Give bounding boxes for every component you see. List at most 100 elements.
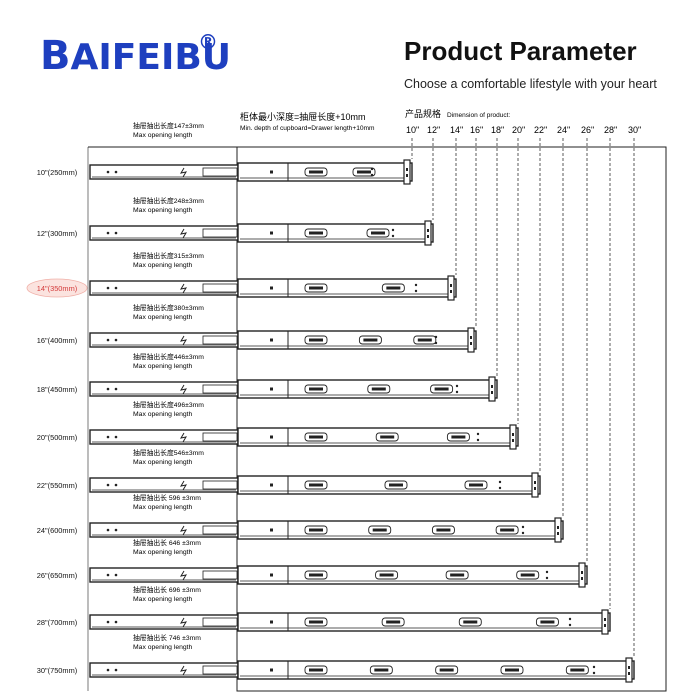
dimension-label: 28" [604, 125, 617, 135]
rear-hole [592, 665, 596, 669]
rail-slot-core [309, 231, 323, 235]
dimension-label: 20" [512, 125, 525, 135]
rail-slot [304, 525, 328, 535]
rear-hole [414, 289, 418, 293]
rail-slot [352, 167, 376, 177]
rail-slot-core [389, 483, 403, 487]
dimension-label-cn: 产品规格 [405, 108, 441, 119]
mounting-hole [114, 528, 118, 532]
front-hole [270, 338, 273, 342]
rear-stop-notch [557, 532, 559, 535]
rail-slot-core [309, 170, 323, 174]
release-lever [179, 335, 188, 346]
dimension-label: 12" [427, 125, 440, 135]
size-label: 12"(300mm) [37, 229, 77, 238]
rail-slot [516, 570, 540, 580]
mounting-hole [114, 286, 118, 290]
front-bracket [237, 379, 289, 399]
mounting-hole [114, 483, 118, 487]
dimension-label-en: Dimension of product: [447, 112, 510, 119]
rear-hole [521, 531, 525, 535]
mounting-hole [106, 170, 110, 174]
rear-hole [434, 341, 438, 345]
rear-hole [545, 576, 549, 580]
rear-stop-notch [406, 174, 408, 177]
mounting-hole [114, 170, 118, 174]
size-label: 10"(250mm) [37, 168, 77, 177]
mounting-hole [114, 387, 118, 391]
rear-stop-notch [512, 433, 514, 436]
mounting-hole [106, 231, 110, 235]
dimension-label: 30" [628, 125, 641, 135]
size-label: 28"(700mm) [37, 618, 77, 627]
mounting-hole [106, 286, 110, 290]
rear-hole [434, 335, 438, 339]
rear-stop-notch [604, 624, 606, 627]
rail-slot [369, 665, 393, 675]
rear-stop [488, 376, 496, 402]
rail-slot [565, 665, 589, 675]
rear-stop [509, 424, 517, 450]
front-bracket [237, 565, 289, 585]
rail-slot-core [434, 387, 449, 391]
rail-slot-core [371, 231, 385, 235]
front-hole [270, 387, 273, 391]
size-label: 20"(500mm) [37, 433, 77, 442]
size-label: 24"(600mm) [37, 526, 77, 535]
mounting-hole [106, 483, 110, 487]
rail-slot-core [309, 338, 323, 342]
rail-slot [304, 480, 328, 490]
rail-slot-core [570, 668, 585, 672]
brand-initial: B [40, 33, 71, 79]
rail-slot-core [309, 286, 323, 290]
release-lever [179, 480, 188, 491]
rear-stop-notch [604, 618, 606, 621]
rear-hole [476, 432, 480, 436]
front-hole [270, 286, 273, 290]
dimension-label: 22" [534, 125, 547, 135]
rear-stop-notch [470, 336, 472, 339]
dimension-label: 26" [581, 125, 594, 135]
front-bracket [237, 223, 289, 243]
front-bracket [237, 475, 289, 495]
size-label: 26"(650mm) [37, 571, 77, 580]
inner-member [202, 384, 238, 394]
page-subtitle: Choose a comfortable lifestyle with your… [404, 77, 657, 91]
rear-stop [554, 517, 562, 543]
rear-hole [545, 570, 549, 574]
registered-mark: ® [198, 30, 218, 54]
opening-length-cn: 抽屉抽出长度147±3mm [133, 121, 204, 130]
rail-slot-core [540, 620, 555, 624]
highlight-badge [26, 278, 88, 298]
rail-slot [358, 335, 382, 345]
rail-slot-core [469, 483, 483, 487]
rail-slot-core [417, 338, 432, 342]
rear-stop-notch [557, 526, 559, 529]
mounting-hole [106, 338, 110, 342]
front-bracket [237, 278, 289, 298]
rear-hole [455, 390, 459, 394]
rail-slot [304, 283, 328, 293]
rear-stop [578, 562, 586, 588]
rear-stop-notch [534, 481, 536, 484]
dimension-label: 14" [450, 125, 463, 135]
rail-slot-core [309, 435, 323, 439]
rail-slot [381, 617, 405, 627]
rail-slot [366, 228, 390, 238]
rail-slot-core [309, 528, 323, 532]
rail-slot-core [450, 573, 465, 577]
release-lever [179, 228, 188, 239]
rail-slot-core [520, 573, 535, 577]
rail-slot-core [379, 573, 394, 577]
inner-member [202, 570, 238, 580]
front-hole [270, 573, 273, 577]
rail-slot-core [386, 620, 401, 624]
rail-slot-core [372, 528, 387, 532]
rail-slot [445, 570, 469, 580]
release-lever [179, 570, 188, 581]
